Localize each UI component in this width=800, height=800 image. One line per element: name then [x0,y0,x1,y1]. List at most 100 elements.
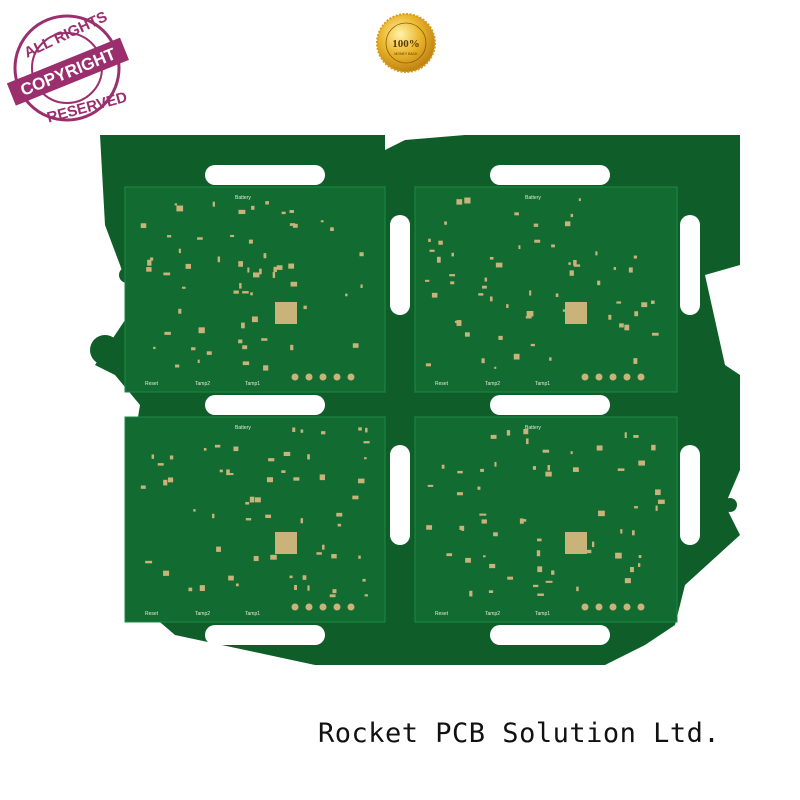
pcb-smd-pad [233,446,239,452]
pcb-smd-pad [569,270,574,276]
pcb-smd-pad [188,587,193,592]
pcb-smd-pad [359,252,364,257]
pcb-smd-pad [624,578,631,584]
pcb-smd-pad [537,593,544,596]
pcb-smd-pad [537,566,543,573]
pcb-smd-pad [545,471,552,477]
pcb-smd-pad [251,316,258,323]
pcb-smd-pad [197,359,200,364]
pcb-smd-pad [238,339,243,344]
pcb-smd-pad [522,519,527,522]
pcb-smd-pad [217,256,221,263]
pcb-smd-pad [465,557,471,563]
pcb-smd-pad [212,201,215,207]
pcb-header-pad [319,603,327,611]
pcb-smd-pad [185,263,191,269]
pcb-smd-pad [352,495,359,500]
pcb-smd-pad [203,448,207,451]
pcb-header-pad [333,373,341,381]
pcb-smd-pad [145,560,153,564]
pcb-smd-pad [365,427,368,433]
pcb-smd-pad [479,513,487,516]
pcb-smd-pad [197,237,203,240]
pcb-smd-pad [436,256,441,263]
pcb-smd-pad [358,478,365,484]
pcb-silkscreen-label: Tamp1 [535,381,550,387]
pcb-silkscreen-label: Battery [235,195,251,201]
pcb-smd-pad [570,213,574,218]
pcb-smd-pad [174,203,178,206]
pcb-header-pad [595,603,603,611]
pcb-smd-pad [596,445,603,451]
pcb-smd-pad [330,227,334,231]
pcb-smd-pad [226,469,230,476]
pcb-smd-pad [617,468,625,471]
pcb-smd-pad [457,470,463,474]
pcb-smd-pad [634,311,639,317]
pcb-smd-pad [526,438,529,445]
pcb-header-pad [333,603,341,611]
pcb-smd-pad [573,264,581,267]
pcb-smd-pad [235,583,239,587]
pcb-header-pad [637,603,645,611]
pcb-smd-pad [482,285,487,289]
pcb-smd-pad [336,512,343,517]
pcb-smd-pad [242,291,249,294]
pcb-smd-pad [598,510,605,517]
pcb-smd-pad [450,281,455,285]
pcb-smd-pad [151,454,155,459]
pcb-smd-pad [270,554,277,560]
pcb-smd-pad [446,553,453,557]
pcb-smd-pad [176,205,184,212]
pcb-smd-pad [182,286,186,289]
pcb-smd-pad [178,248,181,254]
pcb-smd-pad [228,473,234,476]
pcb-smd-pad [363,441,370,444]
copyright-stamp-logo: ALL RIGHTS RESERVED COPYRIGHT [6,10,129,125]
pcb-smd-pad [570,451,573,455]
pcb-smd-pad [519,518,524,524]
pcb-smd-pad [319,474,325,481]
pcb-header-pad [637,373,645,381]
pcb-smd-pad [284,538,288,544]
pcb-smd-pad [198,327,205,334]
pcb-smd-pad [480,468,484,472]
svg-text:MONEY BACK: MONEY BACK [394,52,418,56]
pcb-smd-pad [489,256,494,260]
pcb-smd-pad [634,506,638,509]
pcb-smd-pad [650,300,655,304]
pcb-smd-pad [620,529,623,534]
pcb-header-pad [595,373,603,381]
pcb-header-pad [581,373,589,381]
pcb-smd-pad [568,262,571,265]
pcb-silkscreen-label: Tamp2 [485,611,500,617]
pcb-chip-pad [565,302,587,324]
pcb-smd-pad [438,240,443,245]
pcb-smd-pad [456,199,463,205]
pcb-smd-pad [167,477,174,483]
pcb-smd-pad [523,428,529,435]
svg-text:RESERVED: RESERVED [45,89,129,125]
pcb-smd-pad [449,274,456,277]
pcb-smd-pad [564,221,571,227]
pcb-smd-pad [238,209,246,215]
pcb-smd-pad [140,223,147,229]
pcb-smd-pad [533,223,539,227]
pcb-smd-pad [294,584,297,591]
pcb-smd-pad [613,267,617,270]
pcb-smd-pad [562,309,568,312]
pcb-smd-pad [549,357,552,361]
pcb-smd-pad [206,351,212,355]
pcb-smd-pad [624,432,627,439]
pcb-smd-pad [166,235,172,238]
pcb-chip-pad [565,532,587,554]
pcb-smd-pad [493,532,498,537]
pcb-header-pad [623,603,631,611]
pcb-smd-pad [316,552,322,555]
pcb-smd-pad [216,546,221,552]
pcb-smd-pad [214,444,221,448]
pcb-smd-pad [302,575,307,580]
pcb-smd-pad [307,454,310,460]
pcb-smd-pad [444,221,447,225]
